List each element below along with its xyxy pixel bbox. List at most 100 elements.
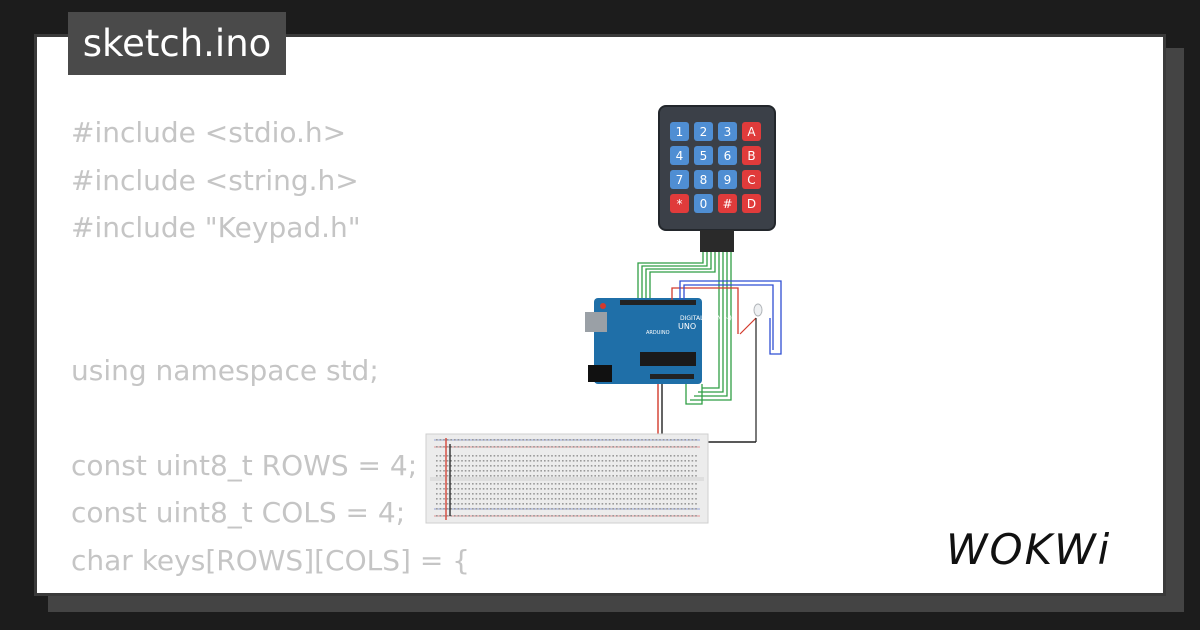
breadboard-hole (454, 483, 456, 485)
breadboard-hole (670, 503, 672, 505)
breadboard-hole (605, 460, 607, 462)
breadboard-hole (565, 446, 568, 448)
breadboard-hole (439, 508, 442, 510)
breadboard-hole (594, 498, 596, 500)
breadboard-hole (598, 488, 600, 490)
breadboard-hole (612, 488, 614, 490)
breadboard-hole (490, 455, 492, 457)
breadboard-hole (652, 488, 654, 490)
breadboard-hole (580, 455, 582, 457)
breadboard-hole (598, 439, 600, 441)
breadboard-hole (641, 498, 643, 500)
breadboard-hole (446, 498, 449, 500)
breadboard-hole (572, 475, 575, 477)
breadboard-hole (634, 439, 636, 441)
breadboard-hole (490, 475, 492, 477)
breadboard-hole (583, 498, 586, 500)
breadboard-hole (601, 503, 604, 505)
breadboard-hole (648, 493, 650, 495)
breadboard-hole (641, 439, 643, 441)
breadboard-hole (544, 488, 546, 490)
breadboard-hole (605, 465, 607, 467)
breadboard-hole (547, 446, 550, 448)
breadboard-hole (533, 488, 535, 490)
breadboard-hole (601, 439, 604, 441)
breadboard-hole (598, 493, 600, 495)
breadboard-hole (605, 488, 607, 490)
breadboard-hole (504, 465, 506, 467)
breadboard-hole (468, 470, 470, 472)
led (739, 303, 763, 442)
breadboard-hole (648, 446, 650, 448)
breadboard-hole (518, 498, 521, 500)
breadboard-hole (637, 515, 640, 517)
breadboard-hole (436, 439, 438, 441)
breadboard-hole (493, 503, 496, 505)
breadboard-hole (637, 465, 640, 467)
breadboard-hole (587, 493, 589, 495)
breadboard-hole (515, 498, 517, 500)
breadboard-hole (605, 470, 607, 472)
breadboard-hole (504, 508, 506, 510)
breadboard-hole (630, 470, 632, 472)
breadboard-hole (630, 488, 632, 490)
breadboard-hole (544, 465, 546, 467)
breadboard-hole (623, 498, 625, 500)
breadboard-hole (500, 488, 503, 490)
breadboard-hole (529, 515, 532, 517)
breadboard-hole (529, 455, 532, 457)
breadboard-hole (673, 503, 676, 505)
breadboard-hole (583, 460, 586, 462)
breadboard-hole (659, 439, 661, 441)
breadboard-hole (508, 475, 510, 477)
breadboard-hole (590, 488, 593, 490)
breadboard-hole (677, 498, 679, 500)
breadboard-hole (457, 508, 460, 510)
breadboard-hole (551, 455, 553, 457)
breadboard-hole (569, 475, 571, 477)
breadboard-hole (475, 488, 478, 490)
breadboard-hole (536, 503, 539, 505)
breadboard-hole (605, 483, 607, 485)
breadboard-hole (497, 465, 499, 467)
breadboard-hole (616, 493, 618, 495)
breadboard-hole (490, 470, 492, 472)
breadboard-hole (554, 508, 557, 510)
breadboard-hole (439, 455, 442, 457)
breadboard-hole (666, 508, 668, 510)
breadboard-hole (688, 446, 690, 448)
breadboard-hole (652, 483, 654, 485)
breadboard-hole (594, 503, 596, 505)
breadboard-hole (623, 503, 625, 505)
breadboard-hole (673, 439, 676, 441)
breadboard-hole (526, 470, 528, 472)
breadboard-hole (547, 470, 550, 472)
breadboard-hole (652, 439, 654, 441)
breadboard-hole (626, 446, 629, 448)
board-model-label: UNO (678, 322, 696, 331)
breadboard-hole (688, 493, 690, 495)
breadboard-hole (482, 493, 485, 495)
breadboard-hole (655, 493, 658, 495)
breadboard-hole (551, 488, 553, 490)
breadboard-hole (695, 460, 697, 462)
breadboard-hole (544, 515, 546, 517)
breadboard-hole (493, 465, 496, 467)
breadboard-hole (526, 460, 528, 462)
breadboard-hole (569, 488, 571, 490)
breadboard-hole (468, 439, 470, 441)
breadboard-hole (569, 470, 571, 472)
breadboard-hole (518, 503, 521, 505)
keypad-key-label: 0 (700, 197, 708, 211)
breadboard-hole (662, 483, 665, 485)
breadboard-hole (626, 503, 629, 505)
breadboard-hole (439, 465, 442, 467)
breadboard-hole (547, 455, 550, 457)
breadboard-hole (598, 515, 600, 517)
breadboard-hole (688, 475, 690, 477)
keypad-key-label: 7 (676, 173, 684, 187)
breadboard-hole (439, 446, 442, 448)
breadboard-hole (688, 515, 690, 517)
breadboard-hole (605, 475, 607, 477)
